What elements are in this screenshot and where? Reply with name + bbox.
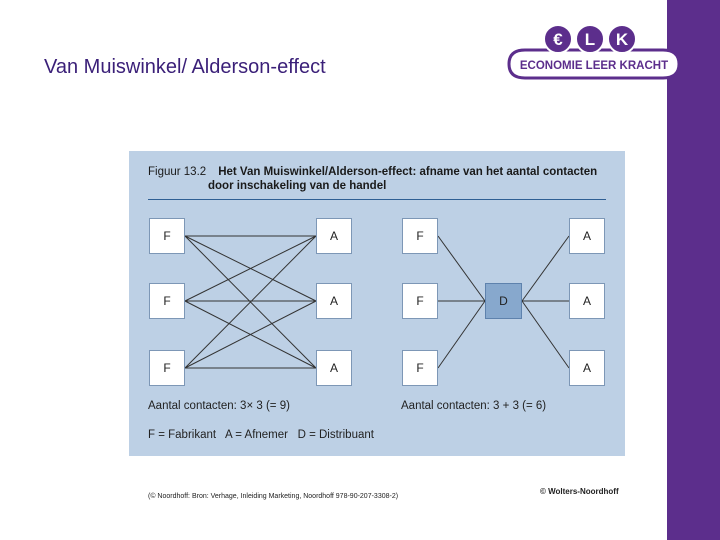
left-buyer-3: A: [316, 350, 352, 386]
figure-divider: [148, 199, 606, 200]
logo-letter-l: L: [585, 30, 595, 49]
link-f2-a1: [184, 235, 317, 302]
right-producer-2: F: [402, 283, 438, 319]
slide-title: Van Muiswinkel/ Alderson-effect: [44, 56, 326, 78]
publisher-credit: © Wolters-Noordhoff: [540, 487, 619, 496]
logo-letter-euro: €: [553, 30, 563, 49]
figure-title-text: Het Van Muiswinkel/Alderson-effect: afna…: [218, 166, 598, 178]
figure-subtitle: door inschakeling van de handel: [208, 180, 387, 192]
right-buyer-2: A: [569, 283, 605, 319]
distributor-box: D: [485, 283, 522, 319]
link-f3-a1: [184, 235, 317, 369]
left-producer-1: F: [149, 218, 185, 254]
link-f1-d: [437, 235, 486, 302]
link-d-a1: [521, 235, 570, 302]
logo-text: ECONOMIE LEER KRACHT: [520, 60, 668, 72]
figure-panel: [129, 151, 625, 456]
logo-letter-k: K: [616, 30, 629, 49]
logo-circle-l: [575, 24, 605, 54]
left-buyer-1: A: [316, 218, 352, 254]
figure-legend: F = Fabrikant A = Afnemer D = Distribuan…: [148, 429, 374, 441]
right-producer-3: F: [402, 350, 438, 386]
logo-circle-euro: [543, 24, 573, 54]
elk-logo: € L K ECONOMIE LEER KRACHT: [507, 24, 681, 80]
logo-circle-k: [607, 24, 637, 54]
purple-sidebar: [667, 0, 720, 540]
link-d-a3: [521, 300, 570, 369]
logo-swoosh: [507, 48, 681, 80]
left-buyer-2: A: [316, 283, 352, 319]
left-producer-2: F: [149, 283, 185, 319]
right-producer-1: F: [402, 218, 438, 254]
figure-title: Figuur 13.2 Het Van Muiswinkel/Alderson-e…: [148, 165, 598, 192]
link-f3-a2: [184, 300, 317, 369]
right-contact-count: Aantal contacten: 3 + 3 (= 6): [401, 400, 547, 412]
left-contact-count: Aantal contacten: 3× 3 (= 9): [148, 400, 290, 412]
link-f3-d: [437, 300, 486, 369]
source-note: (© Noordhoff: Bron: Verhage, Inleiding M…: [148, 493, 399, 500]
right-buyer-3: A: [569, 350, 605, 386]
right-buyer-1: A: [569, 218, 605, 254]
left-producer-3: F: [149, 350, 185, 386]
figure-number: Figuur 13.2: [148, 166, 207, 178]
